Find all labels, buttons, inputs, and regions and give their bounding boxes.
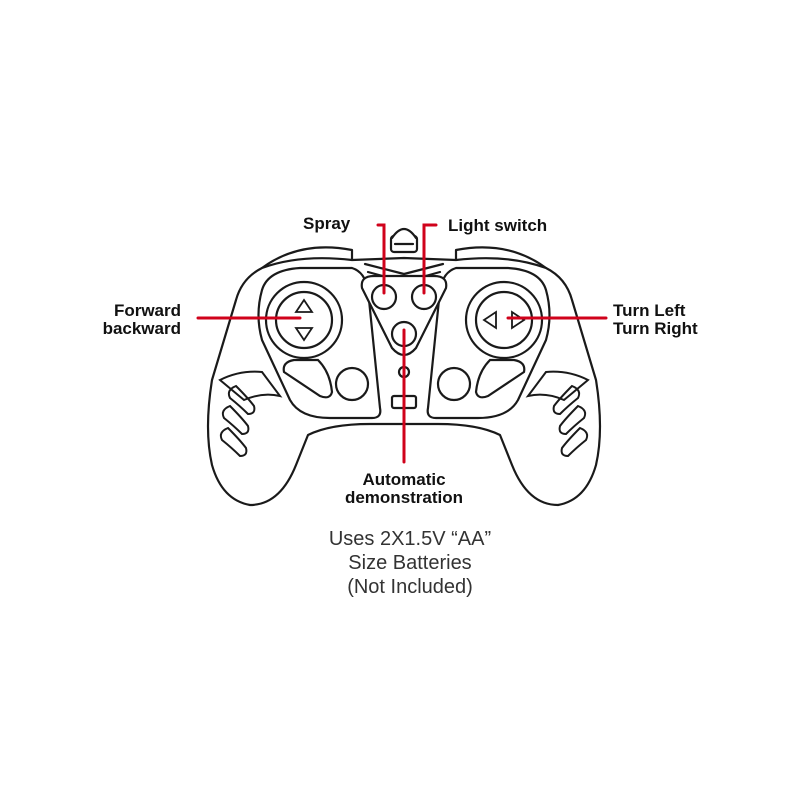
battery-note: Uses 2X1.5V “AA” Size Batteries (Not Inc…: [250, 527, 570, 599]
left-joystick[interactable]: [264, 280, 344, 360]
left-grip-ridges: [218, 370, 283, 458]
battery-note-line-2: Size Batteries: [348, 552, 472, 574]
label-turn-left: Turn Left: [613, 301, 686, 320]
up-down-arrows-icon: [294, 298, 314, 342]
right-joystick[interactable]: [464, 280, 544, 360]
label-backward: backward: [103, 319, 181, 338]
antenna: [389, 227, 419, 254]
label-forward: Forward: [114, 301, 181, 320]
callout-spray: [376, 223, 386, 295]
label-spray: Spray: [303, 214, 351, 233]
left-round-button[interactable]: [334, 366, 370, 402]
controller-face: [257, 266, 382, 420]
right-round-button[interactable]: [436, 366, 472, 402]
battery-note-line-3: (Not Included): [347, 576, 473, 598]
label-turn-right: Turn Right: [613, 319, 698, 338]
right-grip-ridges: [525, 370, 590, 458]
label-automatic: Automatic: [362, 470, 445, 489]
callout-lines: [196, 223, 608, 464]
label-demonstration: demonstration: [345, 488, 463, 507]
callout-light-switch: [422, 223, 438, 295]
left-right-arrows-icon: [482, 310, 526, 330]
right-shoulder-pad[interactable]: [474, 358, 526, 399]
battery-note-line-1: Uses 2X1.5V “AA”: [328, 528, 492, 550]
left-shoulder-pad[interactable]: [282, 358, 334, 399]
label-light-switch: Light switch: [448, 216, 547, 235]
